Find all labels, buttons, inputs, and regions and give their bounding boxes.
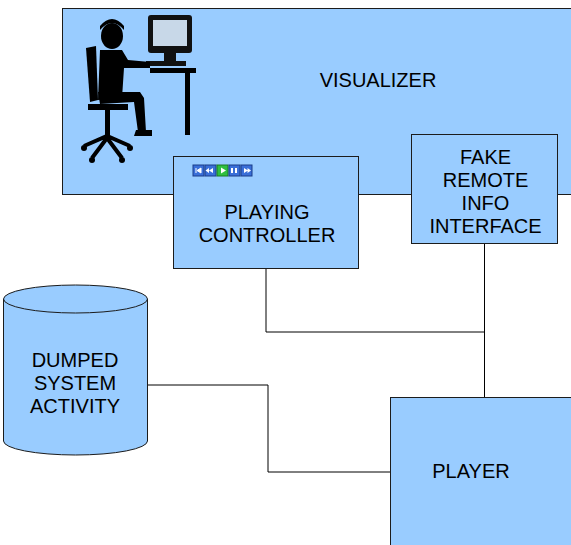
keyboard	[146, 61, 186, 66]
connector-line	[148, 385, 390, 472]
process-box: PLAYER	[390, 397, 571, 545]
glyph	[206, 168, 214, 173]
process-box: PLAYING CONTROLLER	[173, 156, 359, 269]
glyph	[196, 168, 201, 173]
text-wrap: VISUALIZER	[228, 69, 528, 92]
chair-post	[105, 110, 110, 138]
text-wrap: PLAYING CONTROLLER	[182, 201, 352, 247]
monitor-screen	[153, 20, 187, 46]
glyph	[221, 168, 226, 174]
cylinder-rim	[4, 299, 148, 313]
head	[101, 23, 123, 49]
button	[193, 165, 204, 176]
node-label: VISUALIZER	[228, 69, 528, 92]
text-wrap: FAKE REMOTE INFO INTERFACE	[426, 146, 546, 238]
chair-wheel	[81, 145, 87, 151]
node-label: DUMPED SYSTEM ACTIVITY	[20, 349, 130, 418]
cylinder-body	[4, 285, 148, 455]
foot	[134, 130, 152, 136]
desk	[150, 68, 196, 73]
button	[205, 165, 216, 176]
chair-wheel	[119, 157, 125, 163]
connector-line	[266, 269, 485, 397]
node-label: FAKE REMOTE INFO INTERFACE	[426, 146, 546, 238]
chair-seat	[88, 104, 128, 110]
button	[229, 165, 240, 176]
legs	[98, 92, 146, 132]
button	[241, 165, 252, 176]
visualizer-box: PLAYING CONTROLLERFAKE REMOTE INFO INTER…	[62, 8, 571, 195]
chair-back	[86, 46, 98, 102]
text-wrap: DUMPED SYSTEM ACTIVITY	[20, 349, 130, 418]
chair-base	[84, 136, 130, 158]
playback-buttons-icon	[193, 165, 252, 176]
connector-line	[484, 244, 485, 397]
monitor	[148, 15, 192, 53]
chair-wheel	[89, 157, 95, 163]
glyph	[244, 168, 251, 173]
torso-arm	[98, 50, 150, 100]
node-label: PLAYER	[391, 460, 551, 483]
chair-wheel	[127, 145, 133, 151]
user-at-computer-figure	[81, 15, 196, 163]
monitor-stand	[164, 53, 176, 61]
button	[217, 165, 228, 176]
database-cylinder: DUMPED SYSTEM ACTIVITY	[3, 285, 148, 455]
node-label: PLAYING CONTROLLER	[182, 201, 352, 247]
desk-leg	[185, 73, 190, 135]
text-wrap: PLAYER	[391, 460, 551, 483]
glyph	[232, 168, 236, 173]
process-box: FAKE REMOTE INFO INTERFACE	[411, 134, 558, 244]
headset	[100, 19, 124, 30]
